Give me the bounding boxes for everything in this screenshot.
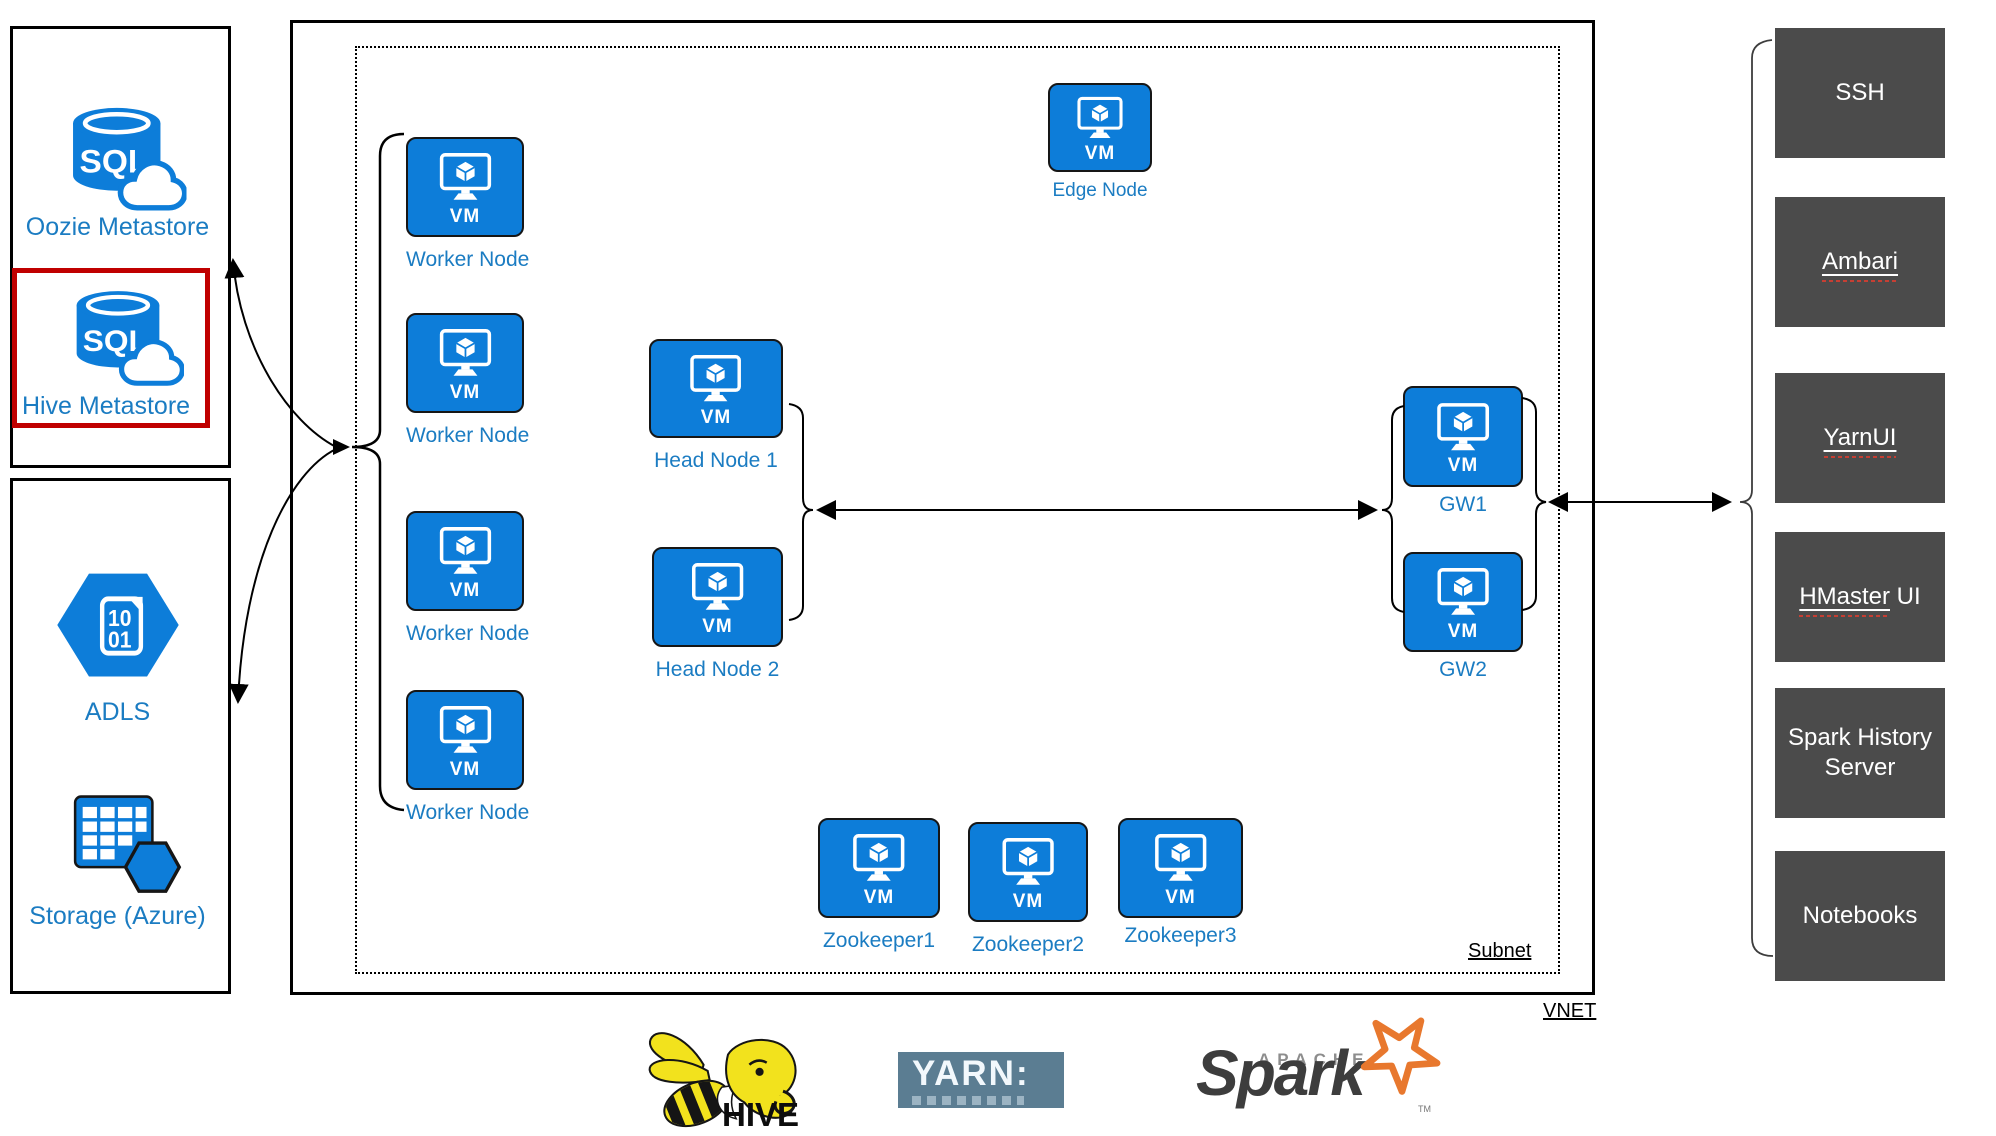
vm-icon: VM	[1118, 818, 1243, 918]
worker-node-2: VM Worker Node	[406, 313, 530, 448]
vm-icon: VM	[406, 313, 524, 413]
zookeeper-node-label: Zookeeper2	[971, 933, 1085, 956]
head-node-1: VM Head Node 1	[649, 339, 783, 473]
endpoint-hmaster-ui: HMaster UI	[1775, 532, 1945, 662]
vm-badge: VM	[1447, 455, 1479, 477]
zookeeper-node-label: Zookeeper1	[822, 929, 936, 952]
gateway-node-2: VM GW2	[1403, 552, 1523, 682]
yarn-logo-text: YARN:	[912, 1054, 1030, 1093]
worker-node-label: Worker Node	[406, 801, 530, 824]
worker-node-label: Worker Node	[406, 248, 530, 271]
endpoint-ssh: SSH	[1775, 28, 1945, 158]
vm-monitor-icon	[1426, 402, 1500, 456]
endpoints-bracket	[1739, 39, 1774, 957]
vm-monitor-icon	[677, 562, 758, 615]
endpoint-spark-history-server: Spark History Server	[1775, 688, 1945, 818]
vm-monitor-icon	[674, 354, 757, 407]
endpoint-label: Notebooks	[1802, 902, 1918, 929]
worker-node-1: VM Worker Node	[406, 137, 530, 272]
subnet-label: Subnet	[1468, 940, 1532, 962]
sql-database-cloud-icon	[47, 98, 187, 216]
spark-logo-tm: TM	[1418, 1104, 1431, 1114]
vm-icon: VM	[818, 818, 940, 918]
vm-monitor-icon	[429, 705, 502, 758]
worker-node-4: VM Worker Node	[406, 690, 530, 825]
endpoint-label: UI	[1890, 583, 1921, 610]
vm-badge: VM	[1084, 142, 1116, 164]
zookeeper-node-label: Zookeeper3	[1124, 924, 1237, 947]
vm-monitor-icon	[429, 526, 502, 579]
edge-node: VM Edge Node	[1048, 83, 1152, 202]
hive-logo	[638, 1024, 816, 1136]
vm-badge: VM	[863, 886, 895, 908]
zookeeper-node-2: VM Zookeeper2	[968, 822, 1088, 957]
endpoint-label: Spark History Server	[1787, 724, 1939, 781]
vm-icon: VM	[406, 690, 524, 790]
worker-node-label: Worker Node	[406, 622, 530, 645]
vm-badge: VM	[449, 758, 481, 780]
data-lake-file-icon	[52, 562, 184, 688]
vm-icon: VM	[406, 511, 524, 611]
gateway-node-label: GW1	[1439, 493, 1487, 516]
vm-badge: VM	[1447, 620, 1479, 642]
hive-metastore-highlight	[12, 268, 210, 428]
hive-bee-icon	[648, 1032, 797, 1134]
vm-badge: VM	[449, 579, 481, 601]
endpoint-label-underlined: Ambari	[1821, 248, 1899, 282]
vnet-label: VNET	[1543, 1000, 1597, 1022]
storage-azure-label: Storage (Azure)	[29, 902, 206, 930]
vm-icon: VM	[1403, 552, 1523, 652]
endpoint-ambari: Ambari	[1775, 197, 1945, 327]
vm-monitor-icon	[1426, 567, 1500, 620]
vm-badge: VM	[702, 615, 733, 637]
vm-icon: VM	[406, 137, 524, 237]
head-node-label: Head Node 2	[655, 658, 780, 681]
vm-icon: VM	[652, 547, 783, 647]
endpoint-notebooks: Notebooks	[1775, 851, 1945, 981]
spark-logo-apache: APACHE	[1258, 1050, 1371, 1069]
vm-icon: VM	[649, 339, 783, 438]
worker-node-label: Worker Node	[406, 424, 530, 447]
oozie-metastore-label: Oozie Metastore	[25, 213, 210, 241]
yarn-logo: YARN:	[898, 1052, 1064, 1108]
vm-icon: VM	[1403, 386, 1523, 487]
endpoint-label: SSH	[1835, 79, 1885, 106]
subnet-box	[355, 46, 1560, 974]
endpoint-label-underlined: YarnUI	[1823, 424, 1897, 458]
storage-panel	[10, 478, 231, 994]
head-node-2: VM Head Node 2	[652, 547, 783, 682]
yarn-logo-subtext	[912, 1096, 1024, 1105]
gateway-node-label: GW2	[1439, 658, 1487, 681]
zookeeper-node-1: VM Zookeeper1	[818, 818, 940, 953]
metastore-panel	[10, 26, 231, 468]
vm-monitor-icon	[1142, 833, 1219, 886]
vm-monitor-icon	[429, 328, 502, 381]
hive-metastore-label: Hive Metastore	[21, 392, 191, 420]
spark-logo-name: Spark	[1196, 1037, 1366, 1109]
vm-icon: VM	[968, 822, 1088, 922]
vm-icon: VM	[1048, 83, 1152, 172]
vm-monitor-icon	[841, 833, 917, 886]
spark-logo: APACHE Spark TM	[1194, 1008, 1454, 1128]
gateway-node-1: VM GW1	[1403, 386, 1523, 517]
vm-monitor-icon	[991, 837, 1065, 890]
vm-badge: VM	[1012, 890, 1044, 912]
endpoint-label-underlined: HMaster	[1799, 583, 1890, 617]
vm-monitor-icon	[429, 152, 502, 205]
sql-database-cloud-icon	[52, 282, 184, 390]
head-node-label: Head Node 1	[654, 449, 778, 472]
hive-logo-text: HIVE	[722, 1096, 800, 1133]
endpoint-yarnui: YarnUI	[1775, 373, 1945, 503]
vm-badge: VM	[449, 205, 481, 227]
spark-star-icon	[1360, 1017, 1441, 1095]
vm-badge: VM	[449, 381, 481, 403]
vm-monitor-icon	[1068, 96, 1132, 143]
table-storage-icon	[73, 794, 181, 893]
adls-label: ADLS	[84, 698, 151, 726]
zookeeper-node-3: VM Zookeeper3	[1118, 818, 1243, 948]
worker-node-3: VM Worker Node	[406, 511, 530, 646]
vm-badge: VM	[700, 406, 732, 428]
vm-badge: VM	[1165, 886, 1196, 908]
edge-node-label: Edge Node	[1052, 180, 1148, 201]
